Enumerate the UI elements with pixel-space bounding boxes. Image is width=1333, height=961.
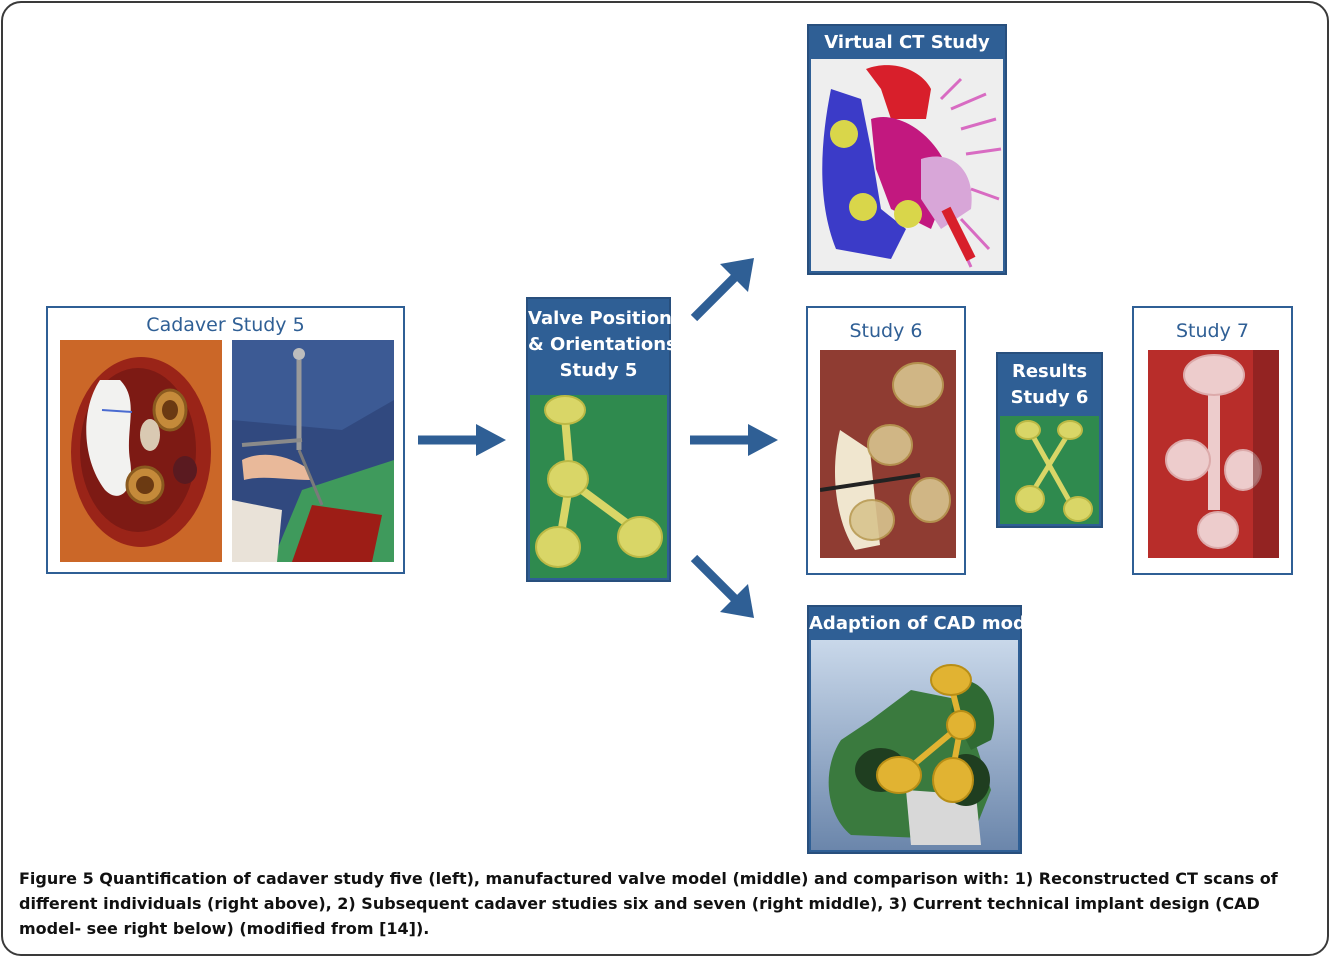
cadaver-photo-open-chest — [60, 340, 222, 562]
study-7-panel: Study 7 — [1132, 306, 1293, 575]
cad-model-render — [811, 640, 1018, 850]
results-title-line-2: Study 6 — [998, 385, 1101, 411]
arrow-valve-to-ct — [688, 252, 760, 324]
figure-caption-text: Quantification of cadaver study five (le… — [19, 869, 1278, 938]
valve-title-line-2: & Orientations — [528, 332, 669, 358]
figure-label: Figure 5 — [19, 869, 94, 888]
study-6-photo — [820, 350, 956, 558]
study-6-title: Study 6 — [808, 320, 964, 342]
study-7-photo — [1148, 350, 1279, 558]
arrow-cadaver-to-valve — [418, 420, 510, 460]
results-study-6-photo — [1000, 416, 1099, 524]
figure-caption: Figure 5 Quantification of cadaver study… — [19, 866, 1315, 941]
valve-positions-panel: Valve Positions & Orientations Study 5 — [526, 297, 671, 582]
arrow-valve-to-cad — [688, 552, 760, 624]
valve-title-line-3: Study 5 — [528, 358, 669, 384]
study-7-title: Study 7 — [1134, 320, 1291, 342]
valve-model-photo — [530, 395, 667, 578]
results-title-line-1: Results — [998, 359, 1101, 385]
cad-title: Adaption of CAD model — [809, 611, 1020, 637]
results-study-6-panel: Results Study 6 — [996, 352, 1103, 528]
arrow-valve-to-study-6 — [690, 420, 782, 460]
study-6-panel: Study 6 — [806, 306, 966, 575]
ct-reconstruction-image — [811, 59, 1003, 271]
cadaver-study-5-title: Cadaver Study 5 — [48, 314, 403, 336]
cadaver-study-5-panel: Cadaver Study 5 — [46, 306, 405, 574]
cadaver-photo-surgeon-tool — [232, 340, 394, 562]
virtual-ct-study-panel: Virtual CT Study — [807, 24, 1007, 275]
adaption-cad-model-panel: Adaption of CAD model — [807, 605, 1022, 854]
virtual-ct-title: Virtual CT Study — [809, 30, 1005, 56]
valve-title-line-1: Valve Positions — [528, 306, 669, 332]
